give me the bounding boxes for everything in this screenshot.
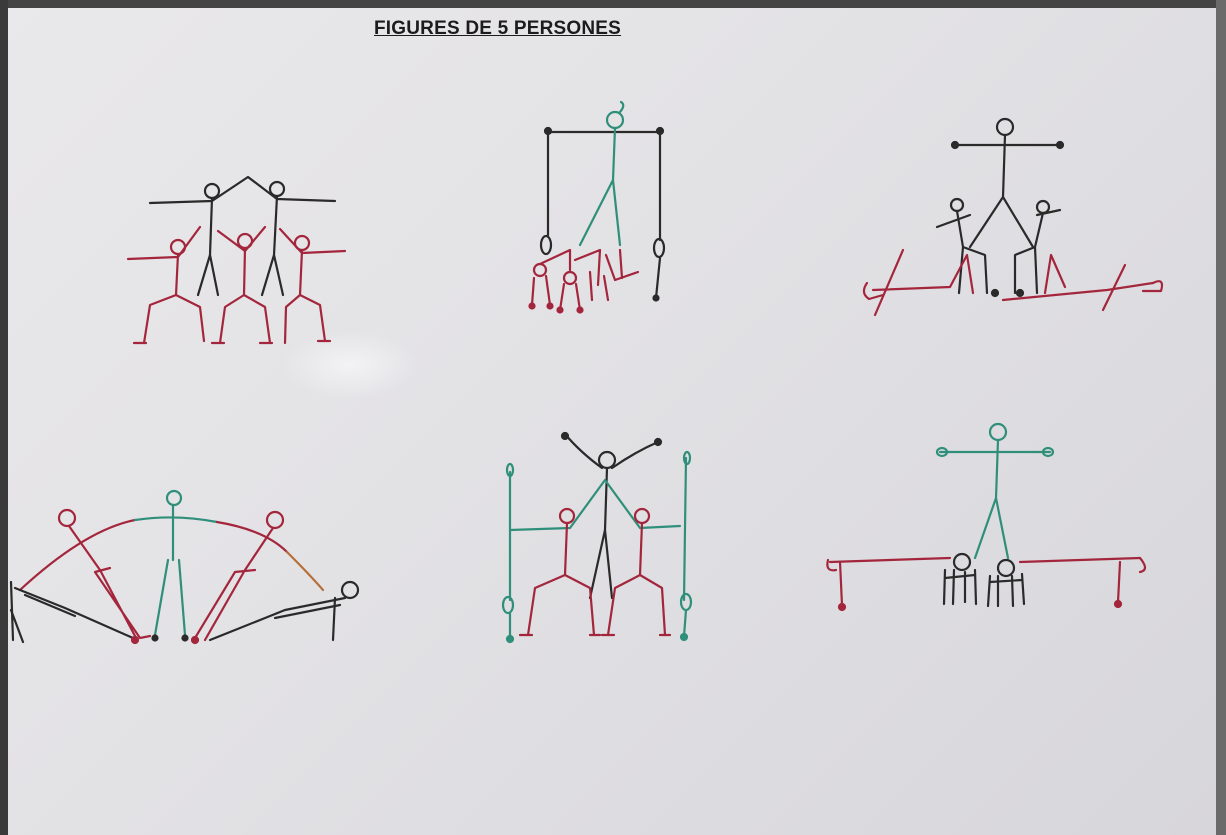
figure-4-fan-arc <box>9 489 360 645</box>
page-title: FIGURES DE 5 PERSONES <box>374 18 622 39</box>
figure-1-two-level-line <box>126 175 347 345</box>
photo-edge-top <box>0 0 1226 8</box>
photo-edge-right <box>1216 0 1226 835</box>
figure-6-plank-base <box>826 422 1147 612</box>
figure-5-raised-arms-frame <box>501 431 693 644</box>
light-glare <box>280 330 420 400</box>
figure-3-split-pyramid <box>862 117 1164 317</box>
photo-edge-left <box>0 0 8 835</box>
figure-2-pole-frame <box>528 100 666 314</box>
